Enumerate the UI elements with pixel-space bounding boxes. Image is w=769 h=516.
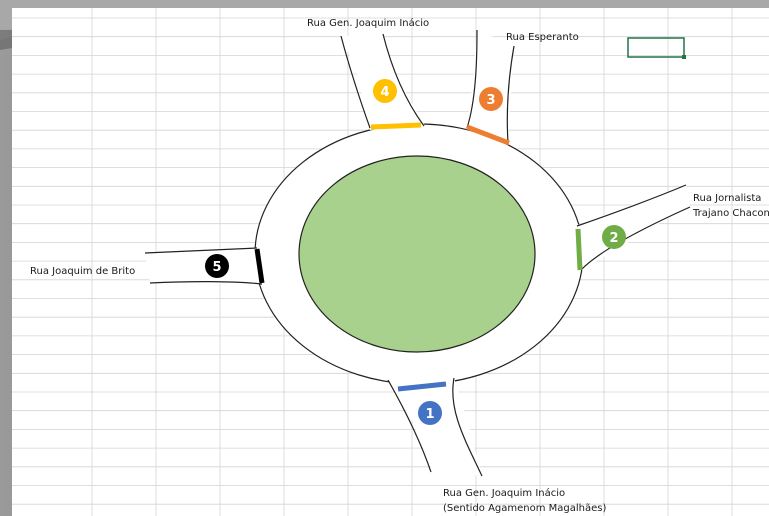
label-north-gen-joaquim: Rua Gen. Joaquim Inácio [307, 17, 429, 29]
label-joaquim-de-brito: Rua Joaquim de Brito [30, 266, 135, 277]
label-south-gen-joaquim-line1: Rua Gen. Joaquim Inácio [443, 487, 565, 499]
label-jornalista-line1: Rua Jornalista [693, 193, 761, 204]
label-south-gen-joaquim-line2: (Sentido Agamenom Magalhães) [443, 503, 607, 514]
entry-badge-1: 1 [418, 401, 442, 425]
entry-badge-2: 2 [602, 225, 626, 249]
entry-badge-5: 5 [205, 254, 229, 278]
entry-4-bar [371, 125, 421, 127]
entry-badge-4: 4 [373, 79, 397, 103]
central-island [299, 156, 535, 352]
label-esperanto: Rua Esperanto [506, 32, 579, 43]
entry-badge-3-number: 3 [486, 93, 495, 108]
entry-badge-5-number: 5 [212, 260, 221, 275]
entry-badge-3: 3 [479, 87, 503, 111]
label-jornalista-line2: Trajano Chacon [692, 208, 769, 219]
selected-cell-handle[interactable] [682, 55, 686, 59]
entry-badge-4-number: 4 [380, 85, 389, 100]
entry-badge-1-number: 1 [425, 407, 434, 422]
entry-2-bar [578, 229, 580, 270]
entry-badge-2-number: 2 [609, 231, 618, 246]
